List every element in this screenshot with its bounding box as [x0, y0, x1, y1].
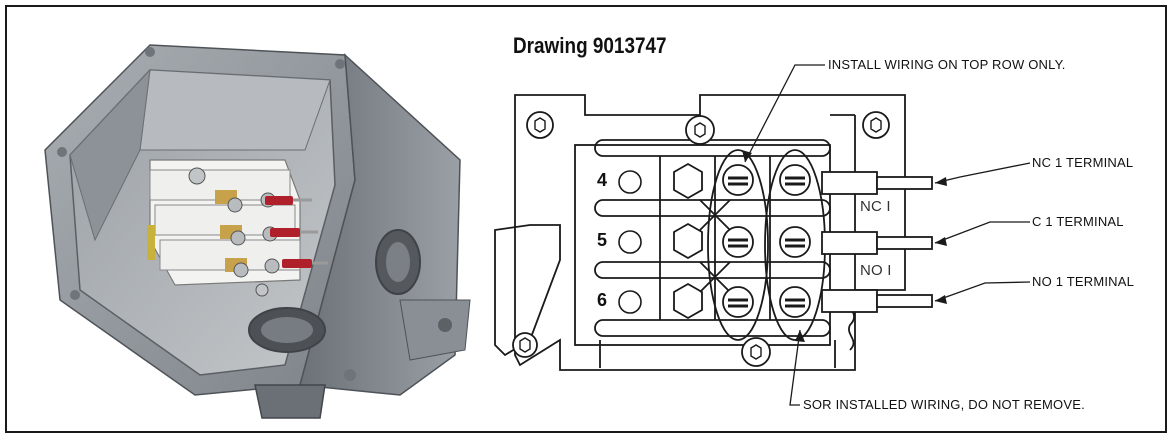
leader-install: [744, 64, 825, 163]
terminal-screws: [722, 164, 811, 318]
diagram-frame: [5, 5, 1167, 433]
cap-screw-4: [512, 332, 538, 358]
red-wire-3: [282, 259, 312, 268]
mounting-plate: [514, 94, 906, 371]
leader-c1: [934, 221, 1030, 244]
hex-nut-5: [673, 222, 703, 260]
lug-nc1: [821, 171, 878, 195]
red-wire-2: [270, 228, 300, 237]
terminal-block-render: [147, 159, 328, 297]
callout-no1-terminal: NO 1 TERMINAL: [1032, 274, 1135, 289]
terminal-row-label-6: 6: [597, 290, 608, 310]
hex-nut-4: [673, 162, 703, 200]
leader-no1: [934, 281, 1031, 302]
cap-screw-5: [741, 337, 771, 367]
terminal-mark-nc: NC I: [860, 198, 891, 215]
callout-install-top-row: INSTALL WIRING ON TOP ROW ONLY.: [828, 57, 1066, 72]
leader-sor: [789, 329, 801, 406]
red-wire-1: [265, 196, 293, 205]
terminal-row-label-5: 5: [597, 230, 608, 250]
callout-nc1-terminal: NC 1 TERMINAL: [1032, 155, 1134, 170]
wire-loop-left: [707, 149, 769, 341]
terminal-row-label-4: 4: [597, 170, 608, 190]
bottom-fitting: [254, 384, 326, 419]
leader-nc1: [934, 162, 1031, 184]
drawing-title: Drawing 9013747: [513, 33, 667, 58]
lug-no1: [821, 289, 878, 313]
callout-c1-terminal: C 1 TERMINAL: [1032, 214, 1124, 229]
cap-screw-2: [685, 115, 715, 145]
cap-screw-1: [526, 111, 554, 139]
hex-nut-6: [673, 282, 703, 320]
terminal-mark-no: NO I: [860, 262, 892, 279]
cap-screw-3: [862, 111, 890, 139]
callout-sor-installed: SOR INSTALLED WIRING, DO NOT REMOVE.: [803, 397, 1085, 412]
lug-c1: [821, 231, 878, 255]
housing-render: [44, 44, 471, 419]
